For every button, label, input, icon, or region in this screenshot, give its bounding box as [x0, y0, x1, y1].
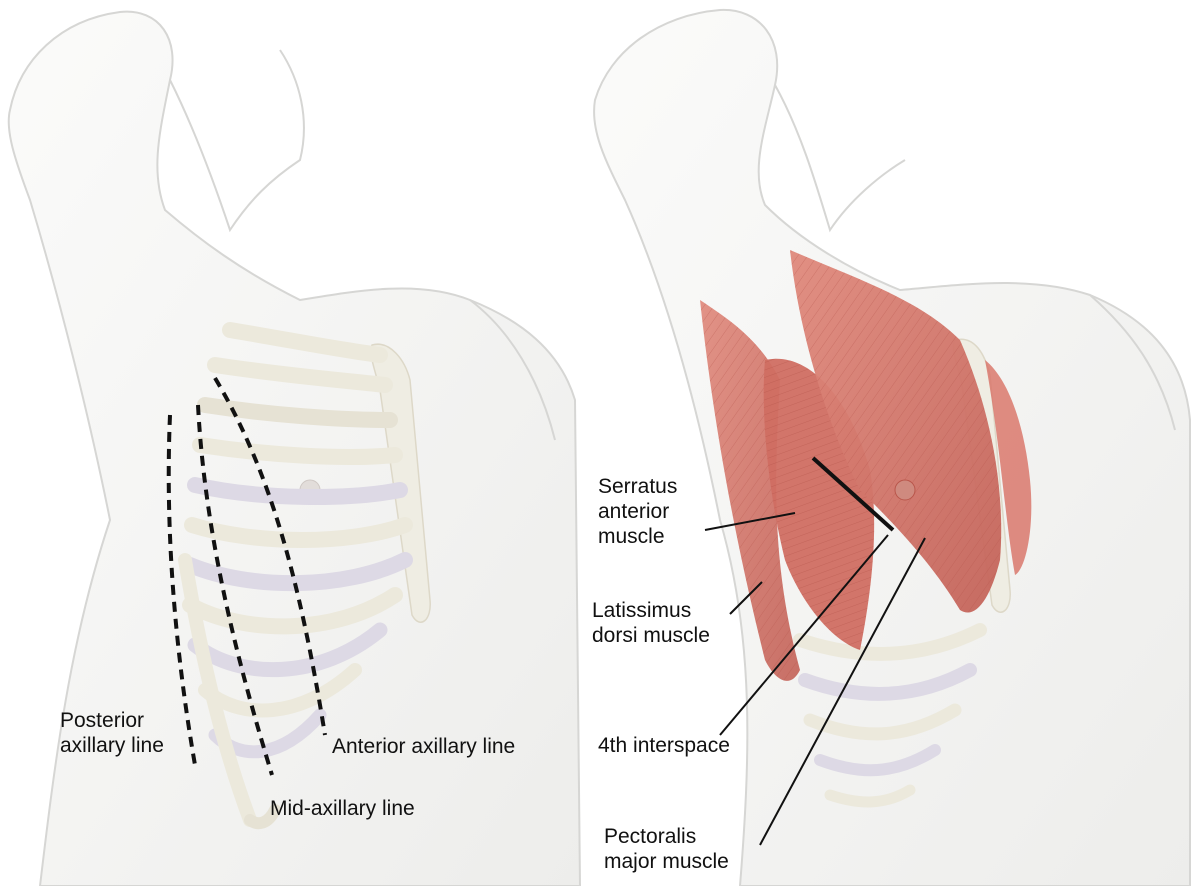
right-nipple	[895, 480, 915, 500]
posterior-axillary-line-label: Posterior axillary line	[60, 708, 164, 758]
right-shoulder-contour	[775, 85, 905, 230]
pectoralis-label-line-1: Pectoralis	[604, 824, 729, 849]
pectoralis-major-label: Pectoralis major muscle	[604, 824, 729, 874]
posterior-label-line-1: Posterior	[60, 708, 164, 733]
posterior-label-line-2: axillary line	[60, 733, 164, 758]
serratus-label-line-3: muscle	[598, 524, 677, 549]
latissimus-label-line-1: Latissimus	[592, 598, 710, 623]
mid-axillary-line-label: Mid-axillary line	[270, 796, 415, 821]
fourth-interspace-label: 4th interspace	[598, 733, 730, 758]
anterior-axillary-line-label: Anterior axillary line	[332, 734, 515, 759]
serratus-label-line-1: Serratus	[598, 474, 677, 499]
latissimus-label-line-2: dorsi muscle	[592, 623, 710, 648]
serratus-anterior-label: Serratus anterior muscle	[598, 474, 677, 549]
pectoralis-label-line-2: major muscle	[604, 849, 729, 874]
serratus-label-line-2: anterior	[598, 499, 677, 524]
left-shoulder-contour	[170, 50, 304, 230]
latissimus-dorsi-label: Latissimus dorsi muscle	[592, 598, 710, 648]
